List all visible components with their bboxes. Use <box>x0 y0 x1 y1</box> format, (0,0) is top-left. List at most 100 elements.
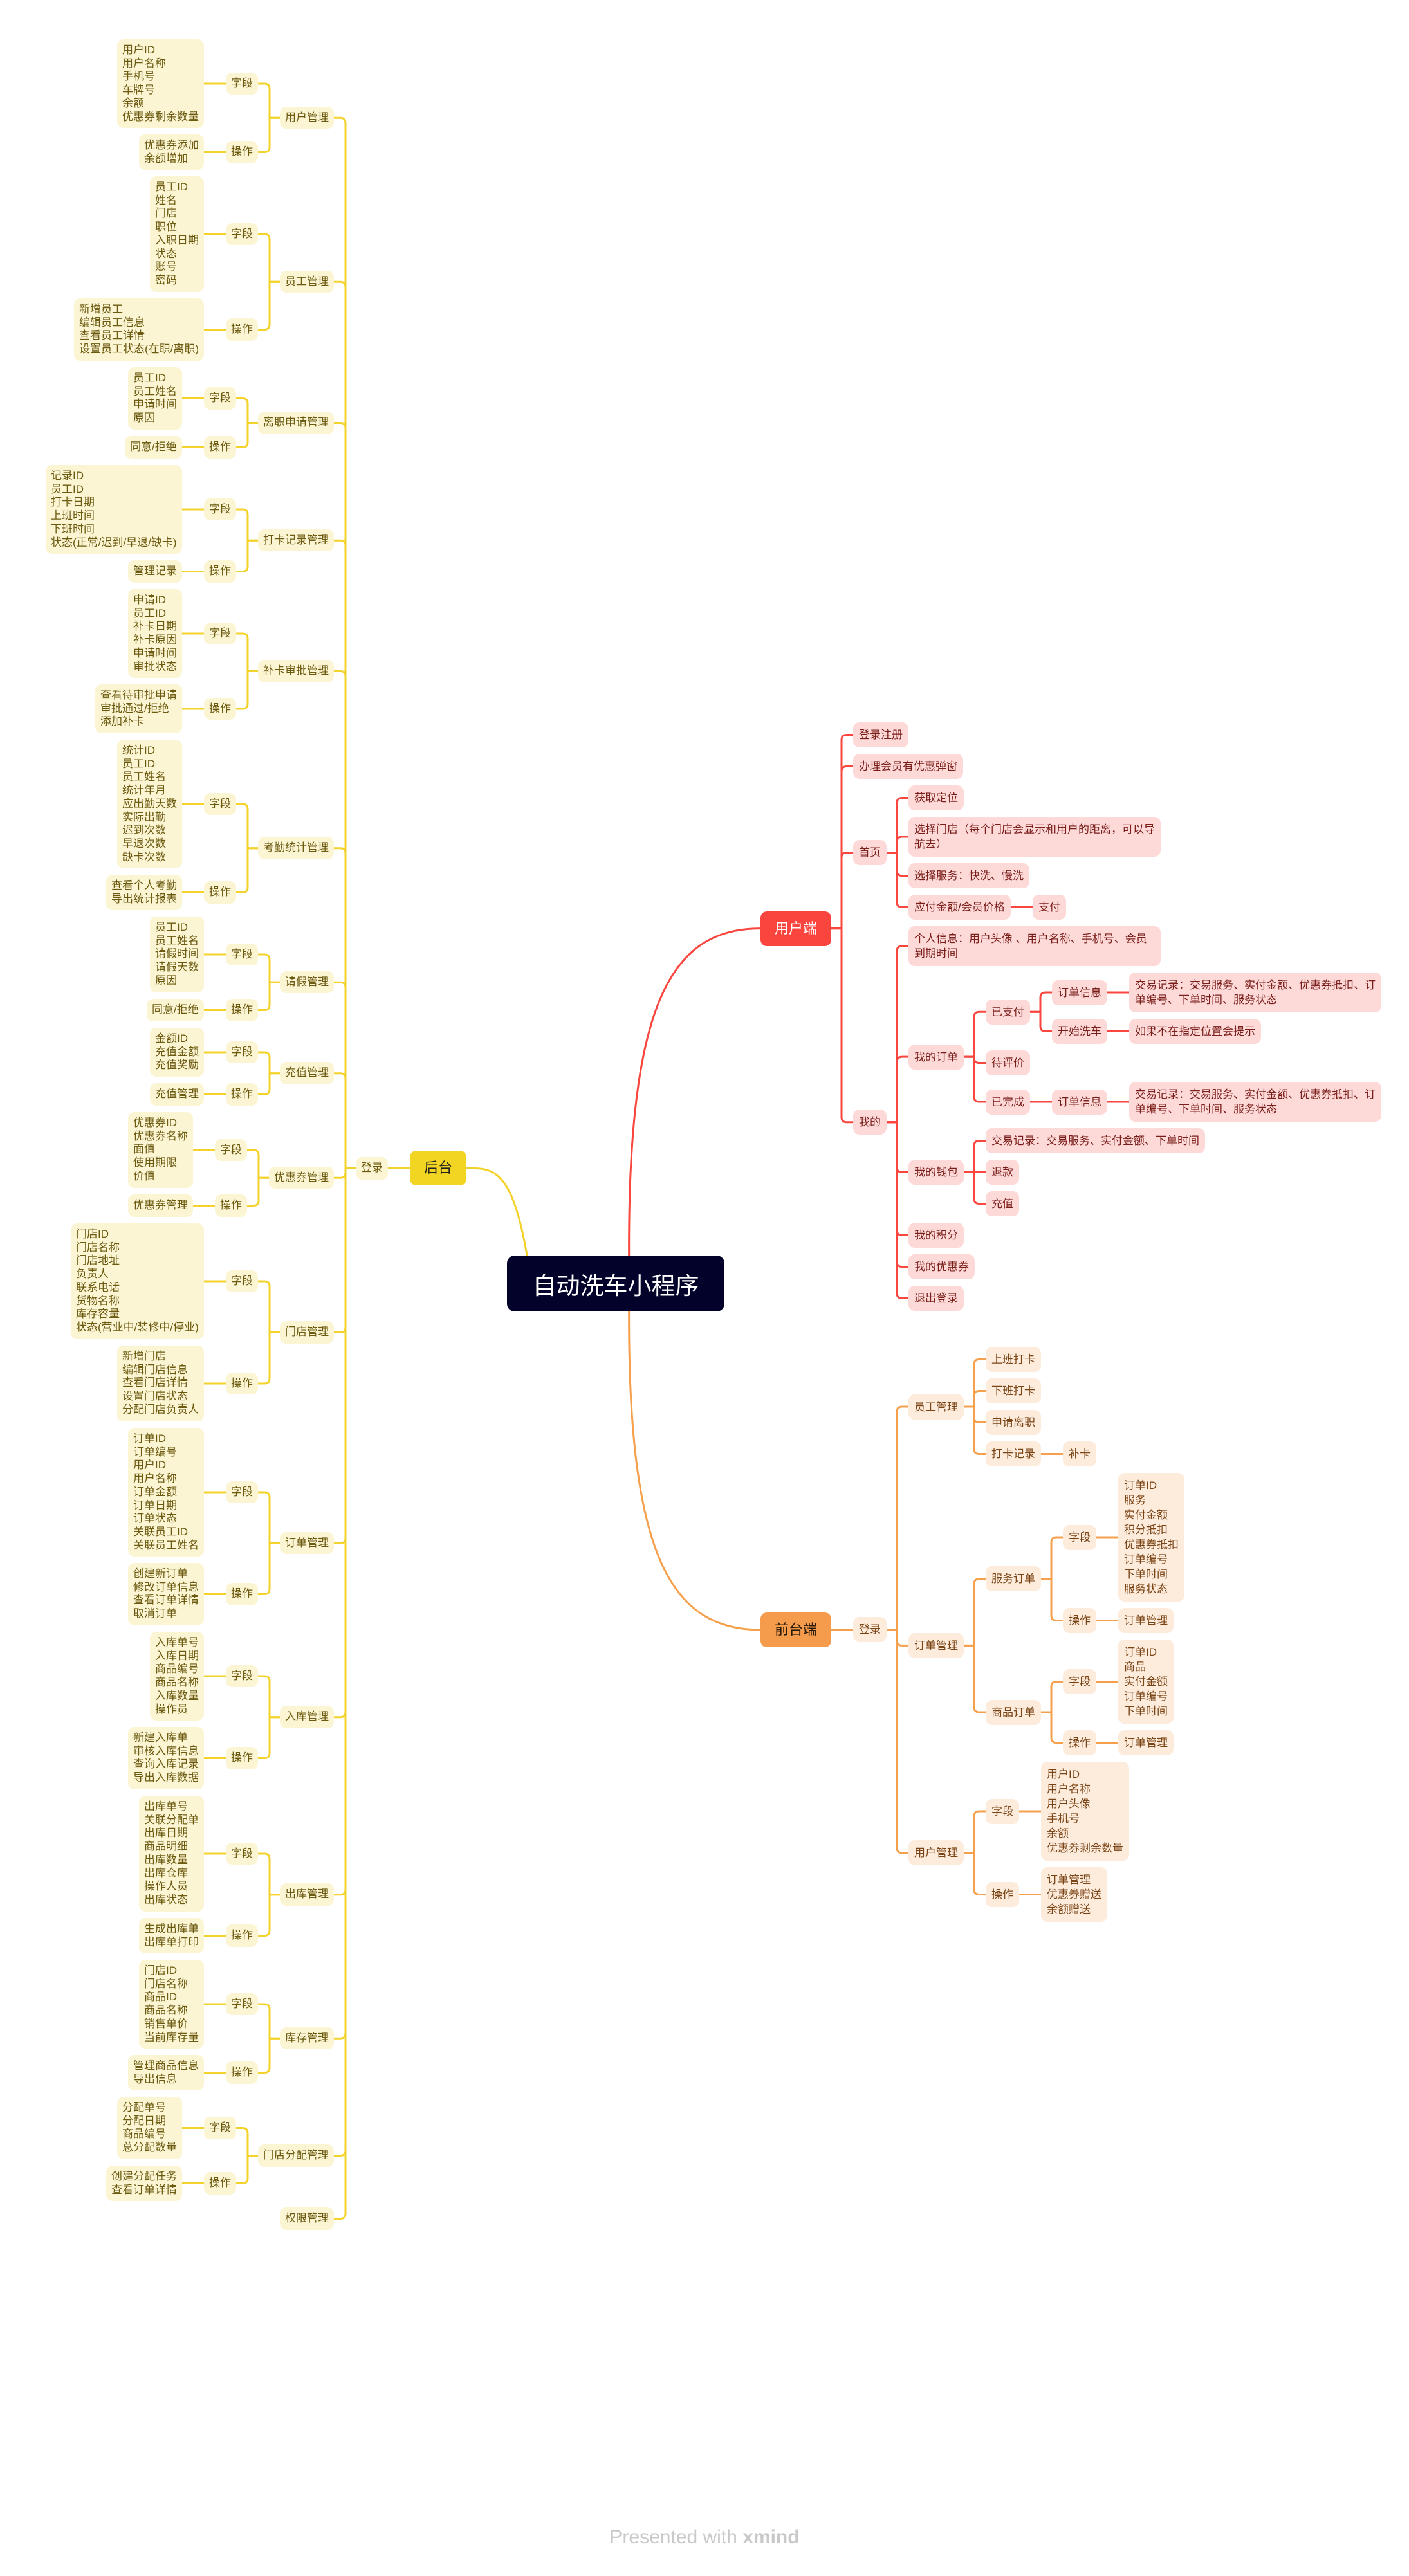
topic-node: 权限管理 <box>280 2207 334 2230</box>
topic-node: 已支付 <box>986 999 1030 1025</box>
connector <box>628 927 762 1281</box>
topic-label: 字段 <box>231 947 253 960</box>
list-item: 货物名称 <box>76 1294 120 1307</box>
topic-label: 员工管理 <box>285 275 329 288</box>
operations-node: 操作 <box>226 318 258 341</box>
topic-label: 登录 <box>361 1161 383 1174</box>
presented-with-xmind-link[interactable]: Presented with xmind <box>0 2526 1409 2548</box>
topic-label: 操作 <box>209 886 231 898</box>
list-item: 用户名称 <box>1047 1783 1091 1795</box>
topic-label: 操作 <box>209 565 231 577</box>
fields-node: 字段 <box>986 1798 1019 1824</box>
list-item: 原因 <box>155 974 177 987</box>
topic-label: 字段 <box>231 1997 253 2010</box>
connector <box>1029 1010 1053 1032</box>
topic-label: 下班打卡 <box>991 1385 1035 1397</box>
list-item: 库存容量 <box>76 1308 120 1320</box>
topic-label: 用户管理 <box>285 111 329 123</box>
list-item: 创建新订单 <box>133 1567 188 1580</box>
list-item: 入职日期 <box>155 233 199 246</box>
list-item: 状态(营业中/装修中/停业) <box>76 1320 199 1333</box>
list-item: 门店名称 <box>76 1241 120 1254</box>
topic-node: 离职申请管理 <box>258 412 334 434</box>
connector <box>257 2003 281 2040</box>
connector <box>333 280 357 1169</box>
list-item: 编辑门店信息 <box>122 1363 188 1376</box>
list-item: 门店 <box>155 207 177 220</box>
topic-node: 订单管理 <box>1118 1608 1174 1633</box>
topic-node: 我的优惠券 <box>908 1254 975 1279</box>
connector <box>333 422 357 1169</box>
list-item: 导出入库数据 <box>133 1771 199 1784</box>
topic-node: 登录注册 <box>853 722 908 747</box>
list-item: 统计年月 <box>122 784 166 797</box>
connector <box>257 1542 281 1595</box>
topic-label: 应付金额/会员价格 <box>914 901 1005 913</box>
topic-label: 充值 <box>991 1198 1013 1210</box>
list-item: 同意/拒绝 <box>130 441 177 453</box>
topic-node: 充值管理 <box>280 1062 334 1084</box>
topic-node: 我的 <box>853 1110 887 1135</box>
topic-label: 员工管理 <box>914 1400 958 1413</box>
topic-label: 权限管理 <box>285 2212 329 2224</box>
topic-node: 优惠券管理 <box>269 1166 334 1189</box>
list-item: 出库状态 <box>144 1893 188 1906</box>
field-list: 入库单号入库日期商品编号商品名称入库数量操作员 <box>150 1632 204 1721</box>
topic-node: 请假管理 <box>280 971 334 994</box>
list-item: 员工姓名 <box>155 934 199 947</box>
list-item: 员工ID <box>133 607 166 619</box>
field-list: 管理商品信息导出信息 <box>128 2055 204 2091</box>
topic-node: 退款 <box>986 1160 1019 1185</box>
topic-node: 申请离职 <box>986 1410 1041 1435</box>
topic-node: 用户管理 <box>908 1840 964 1866</box>
topic-label: 字段 <box>209 392 231 404</box>
topic-label: 选择服务：快洗、慢洗 <box>914 870 1024 882</box>
topic-node: 获取定位 <box>908 785 964 810</box>
topic-node: 选择服务：快洗、慢洗 <box>908 863 1029 888</box>
list-item: 原因 <box>133 412 155 425</box>
list-item: 实付金额 <box>1124 1676 1168 1688</box>
topic-label: 用户管理 <box>914 1847 958 1859</box>
topic-label: 操作 <box>209 441 231 453</box>
operations-node: 操作 <box>226 1372 258 1395</box>
field-list: 优惠券添加余额增加 <box>139 134 204 170</box>
list-item: 操作员 <box>155 1703 188 1715</box>
connector <box>333 1167 357 2220</box>
fields-node: 字段 <box>1063 1669 1096 1694</box>
connector <box>235 397 259 424</box>
topic-node: 办理会员有优惠弹窗 <box>853 754 963 779</box>
list-item: 员工ID <box>133 372 166 384</box>
connector <box>1040 1536 1064 1580</box>
connector <box>962 1852 987 1895</box>
topic-label: 办理会员有优惠弹窗 <box>859 760 957 772</box>
topic-node: 商品订单 <box>986 1699 1041 1725</box>
topic-node: 我的积分 <box>908 1223 964 1248</box>
topic-node: 应付金额/会员价格 <box>908 895 1011 920</box>
operations-node: 操作 <box>226 1583 258 1605</box>
topic-label: 操作 <box>231 145 253 158</box>
list-item: 实际出勤 <box>122 810 166 823</box>
list-item: 设置门店状态 <box>122 1390 188 1403</box>
connector <box>333 981 357 1169</box>
topic-label: 字段 <box>1069 1531 1091 1544</box>
connector <box>333 1072 357 1169</box>
topic-node: 订单管理 <box>1118 1730 1174 1755</box>
list-item: 补卡日期 <box>133 620 177 633</box>
list-item: 订单编号 <box>133 1445 177 1458</box>
field-list: 创建分配任务查看订单详情 <box>106 2166 182 2202</box>
list-item: 员工ID <box>155 921 188 933</box>
list-item: 统计ID <box>122 744 155 756</box>
topic-label: 优惠券管理 <box>274 1171 329 1183</box>
list-item: 用户头像 <box>1047 1798 1091 1810</box>
list-item: 员工姓名 <box>133 385 177 397</box>
list-item: 导出信息 <box>133 2072 177 2085</box>
topic-node: 员工管理 <box>280 270 334 293</box>
fields-node: 字段 <box>226 943 258 966</box>
list-item: 关联分配单 <box>144 1813 199 1826</box>
field-list: 新建入库单审核入库信息查询入库记录导出入库数据 <box>128 1727 204 1789</box>
list-item: 状态 <box>155 247 177 260</box>
